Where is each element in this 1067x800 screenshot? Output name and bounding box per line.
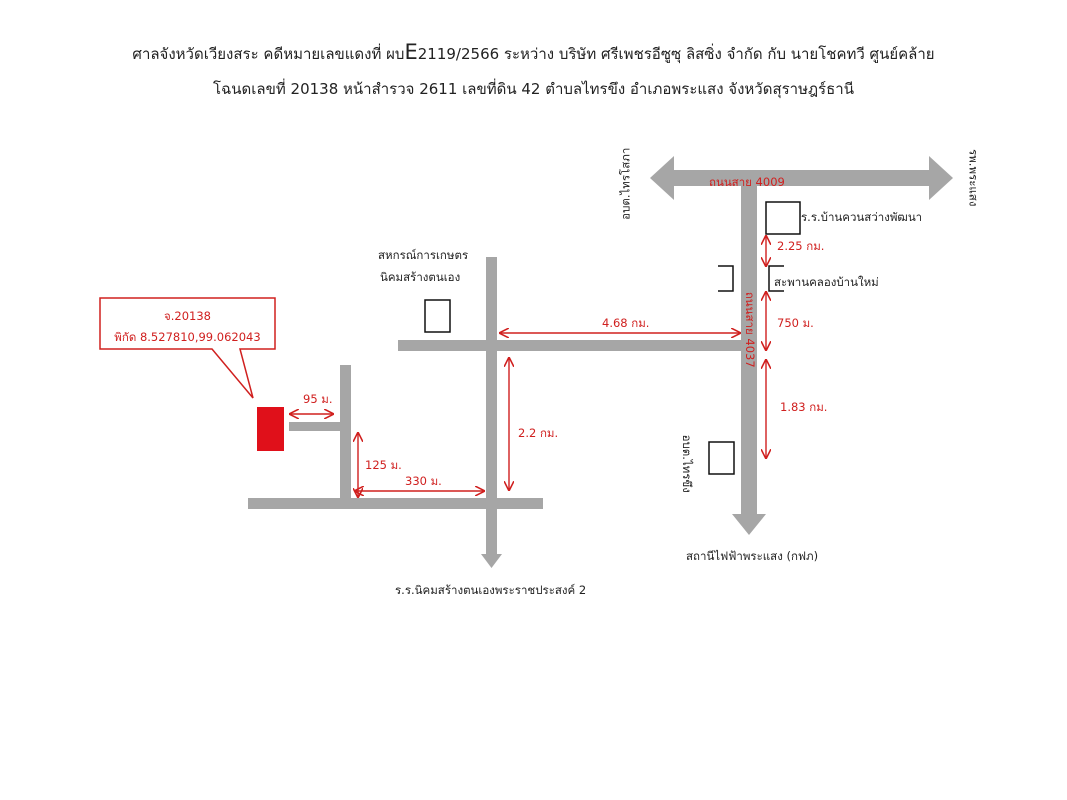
- distance-330-label: 330 ม.: [405, 474, 442, 488]
- road-4009: [650, 156, 953, 200]
- distance-750-label: 750 ม.: [777, 316, 814, 330]
- sao-right-label: อบต.ไทรขึง: [679, 434, 694, 493]
- sao-building-icon: [708, 441, 735, 475]
- distance-225-label: 2.25 กม.: [777, 239, 825, 253]
- road-middle: [481, 257, 502, 568]
- callout-box: [99, 297, 276, 399]
- distance-125-label: 125 ม.: [365, 458, 402, 472]
- distance-183-label: 1.83 กม.: [780, 400, 828, 414]
- left-end-label: อบต.ไทรโสภา: [618, 147, 633, 220]
- distance-468-label: 4.68 กม.: [602, 316, 650, 330]
- header-line-1: ศาลจังหวัดเวียงสระ คดีหมายเลขแดงที่ ผบE2…: [0, 40, 1067, 66]
- south-middle-label: ร.ร.นิคมสร้างตนเองพระราชประสงค์ 2: [395, 583, 587, 597]
- coop-label-line2: นิคมสร้างตนเอง: [380, 270, 461, 284]
- right-end-label: รพ.พระแสง: [966, 149, 981, 207]
- school-top-label: ร.ร.บ้านควนสว่างพัฒนา: [801, 210, 923, 224]
- header-prefix: ศาลจังหวัดเวียงสระ คดีหมายเลขแดงที่ ผบ: [132, 45, 405, 63]
- bridge-icon: [718, 265, 784, 292]
- road-bottom: [248, 498, 543, 509]
- distance-22-label: 2.2 กม.: [518, 426, 559, 440]
- callout-coordinates: พิกัด 8.527810,99.062043: [114, 330, 261, 344]
- road-4009-label: ถนนสาย 4009: [709, 175, 785, 189]
- callout-deed-number: จ.20138: [164, 309, 211, 323]
- south-right-label: สถานีไฟฟ้าพระแสง (กฟภ): [686, 549, 819, 563]
- road-left: [340, 365, 351, 500]
- coop-label-line1: สหกรณ์การเกษตร: [378, 248, 469, 262]
- header-suffix: 2119/2566 ระหว่าง บริษัท ศรีเพชรอีซูซุ ล…: [417, 45, 935, 63]
- plot-marker: [257, 407, 284, 451]
- header-e: E: [404, 40, 418, 64]
- road-4037-label: ถนนสาย 4037: [742, 291, 757, 368]
- header-line-2: โฉนดเลขที่ 20138 หน้าสำรวจ 2611 เลขที่ดิ…: [213, 80, 854, 98]
- coop-building-icon: [424, 299, 451, 333]
- distance-95-label: 95 ม.: [303, 392, 333, 406]
- school-top-icon: [765, 201, 801, 235]
- bridge-label: สะพานคลองบ้านใหม่: [774, 275, 879, 289]
- road-connector: [398, 340, 743, 351]
- road-4037: [732, 186, 766, 535]
- road-spur: [289, 422, 341, 431]
